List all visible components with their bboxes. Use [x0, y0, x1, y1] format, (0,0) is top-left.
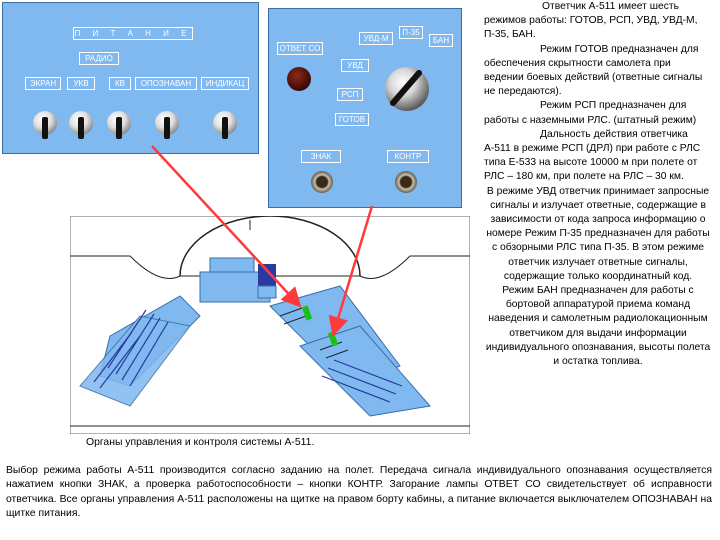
mode-selector-knob[interactable] [379, 61, 435, 117]
figure-caption: Органы управления и контроля системы А-5… [86, 437, 315, 448]
arrow-to-power-switch [151, 145, 302, 308]
znak-label: ЗНАК [301, 150, 341, 163]
arrow-to-transponder [328, 205, 374, 337]
otvet-so-label: ОТВЕТ СО [277, 42, 323, 55]
bottom-paragraph: Выбор режима работы А-511 производится с… [6, 465, 712, 520]
transponder-panel: ОТВЕТ СО УВД-М П-35 БАН УВД РСП ГОТОВ ЗН… [268, 8, 462, 208]
mode-label-gotov: ГОТОВ [335, 113, 369, 126]
radio-label: РАДИО [79, 52, 119, 65]
mode-label-rsp: РСП [337, 88, 363, 101]
mode-label-ban: БАН [429, 34, 453, 47]
paragraph-uvd: В режиме УВД ответчик принимает запросны… [486, 185, 710, 282]
paragraph-range: Дальность действия ответчика А-511 в реж… [484, 128, 701, 183]
toggle-switch-ekran[interactable] [33, 111, 57, 139]
switch-label-ukv: УКВ [67, 77, 95, 90]
kontr-label: КОНТР [387, 150, 429, 163]
power-title-label: П И Т А Н И Е [73, 27, 193, 40]
switch-label-indikac: ИНДИКАЦ [201, 77, 249, 90]
mode-label-uvd-m: УВД-М [359, 32, 393, 45]
power-panel: П И Т А Н И Е РАДИО ЭКРАН УКВ КВ ОПОЗНАВ… [2, 2, 259, 154]
description-column: Ответчик А-511 имеет шесть режимов работ… [484, 0, 712, 369]
toggle-switch-ukv[interactable] [69, 111, 93, 139]
toggle-switch-indikac[interactable] [213, 111, 237, 139]
paragraph-rsp: Режим РСП предназначен для работы с назе… [484, 100, 697, 126]
mode-label-p35: П-35 [399, 26, 423, 39]
switch-label-ekran: ЭКРАН [25, 77, 61, 90]
mode-label-uvd: УВД [341, 59, 369, 72]
paragraph-ban: Режим БАН предназначен для работы с борт… [485, 285, 711, 368]
switch-label-kv: КВ [109, 77, 131, 90]
switch-label-opoznavan: ОПОЗНАВАН [135, 77, 197, 90]
kontr-button[interactable] [395, 171, 417, 193]
paragraph-gotov: Режим ГОТОВ предназначен для обеспечения… [484, 43, 703, 98]
otvet-so-lamp [287, 67, 311, 91]
toggle-switch-opoznavan[interactable] [155, 111, 179, 139]
znak-button[interactable] [311, 171, 333, 193]
paragraph-modes: Ответчик А-511 имеет шесть режимов работ… [484, 1, 698, 41]
toggle-switch-kv[interactable] [107, 111, 131, 139]
